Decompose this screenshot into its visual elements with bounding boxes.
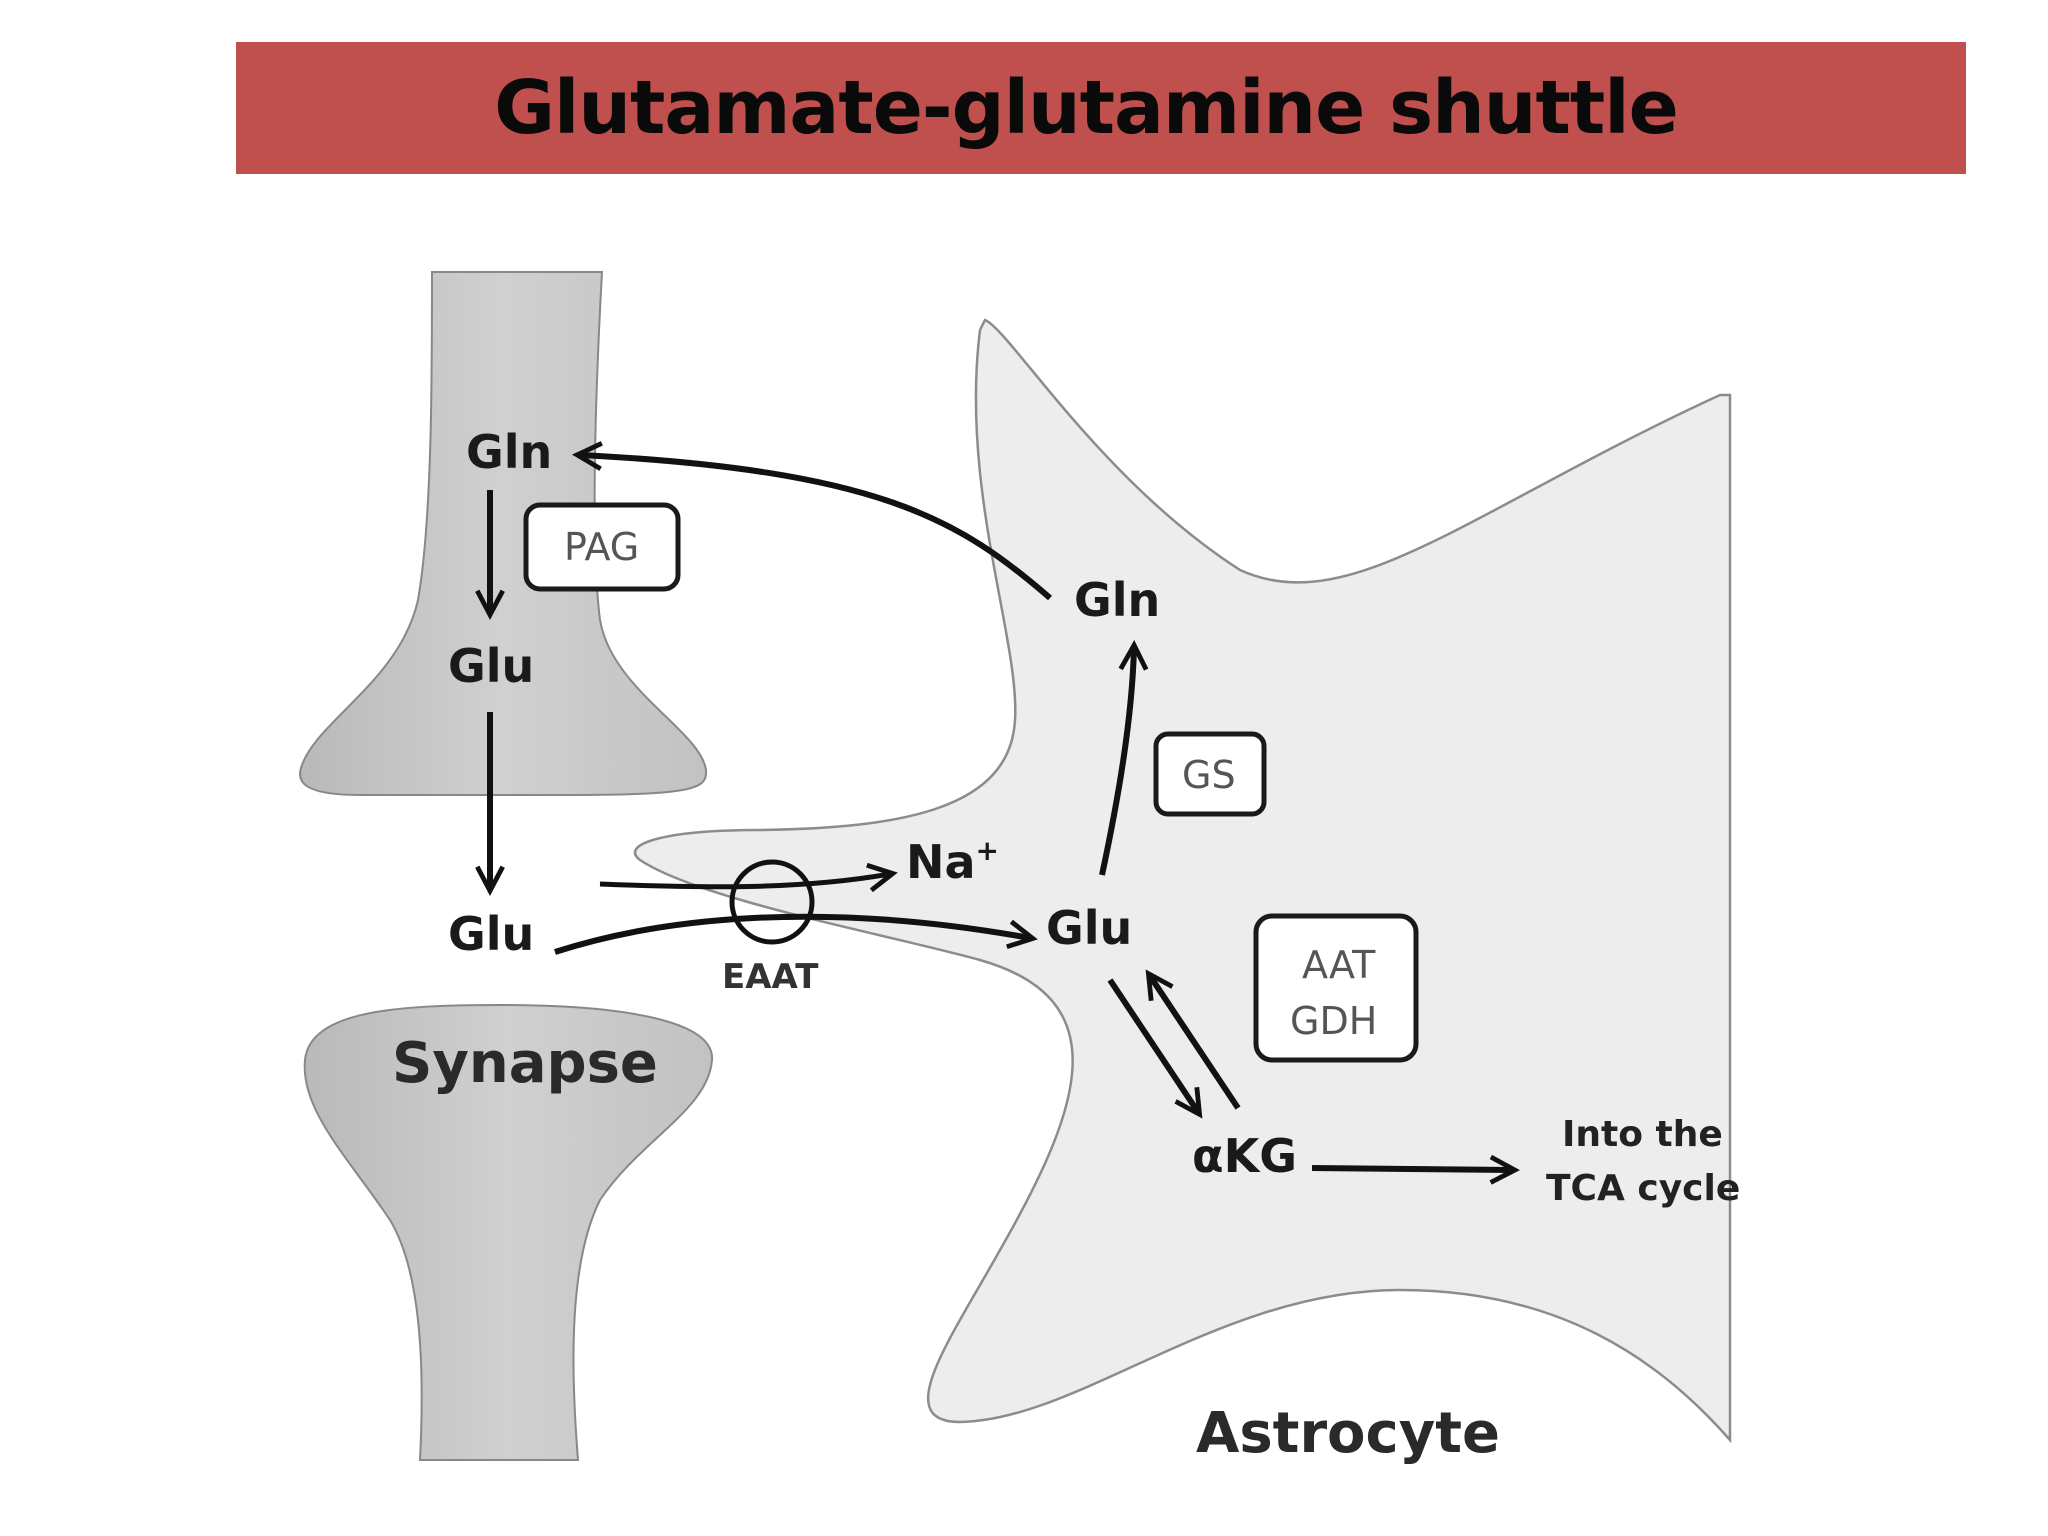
tca-label-line2: TCA cycle bbox=[1546, 1168, 1740, 1209]
aat-label: AAT bbox=[1302, 943, 1376, 987]
eaat-transporter bbox=[729, 859, 815, 945]
glu-uptake-arrow bbox=[554, 913, 1038, 955]
synaptic-glu-label: Glu bbox=[448, 907, 534, 961]
synapse-label: Synapse bbox=[392, 1031, 658, 1096]
postsynaptic-neuron bbox=[303, 1003, 714, 1461]
page-title: Glutamate-glutamine shuttle bbox=[494, 65, 1679, 151]
glu-to-gln-arrow bbox=[1099, 640, 1149, 876]
pag-box bbox=[523, 502, 681, 592]
tca-label-line1: Into the bbox=[1562, 1114, 1723, 1155]
title-bar: Glutamate-glutamine shuttle bbox=[236, 42, 1966, 174]
neuron-gln-label: Gln bbox=[466, 425, 552, 479]
akg-to-tca-arrow bbox=[1311, 1154, 1520, 1185]
gs-label: GS bbox=[1182, 753, 1236, 797]
astro-glu-label: Glu bbox=[1046, 901, 1132, 955]
akg-to-glu-arrow bbox=[1145, 969, 1241, 1110]
astro-gln-label: Gln bbox=[1074, 573, 1160, 627]
neuron-glu-label: Glu bbox=[448, 639, 534, 693]
pag-label: PAG bbox=[564, 525, 639, 569]
na-arrow bbox=[599, 862, 898, 893]
eaat-label: EAAT bbox=[722, 957, 819, 997]
akg-label: αKG bbox=[1192, 1129, 1297, 1183]
glu-to-akg-arrow bbox=[1107, 978, 1203, 1119]
gs-box bbox=[1153, 731, 1267, 817]
astrocyte-label: Astrocyte bbox=[1196, 1401, 1500, 1466]
na-label: Na+ bbox=[906, 834, 999, 889]
gln-transfer-arrow bbox=[572, 441, 1052, 601]
aat-gdh-box bbox=[1253, 913, 1419, 1063]
astrocyte-shape bbox=[633, 318, 1732, 1444]
gdh-label: GDH bbox=[1290, 999, 1377, 1043]
